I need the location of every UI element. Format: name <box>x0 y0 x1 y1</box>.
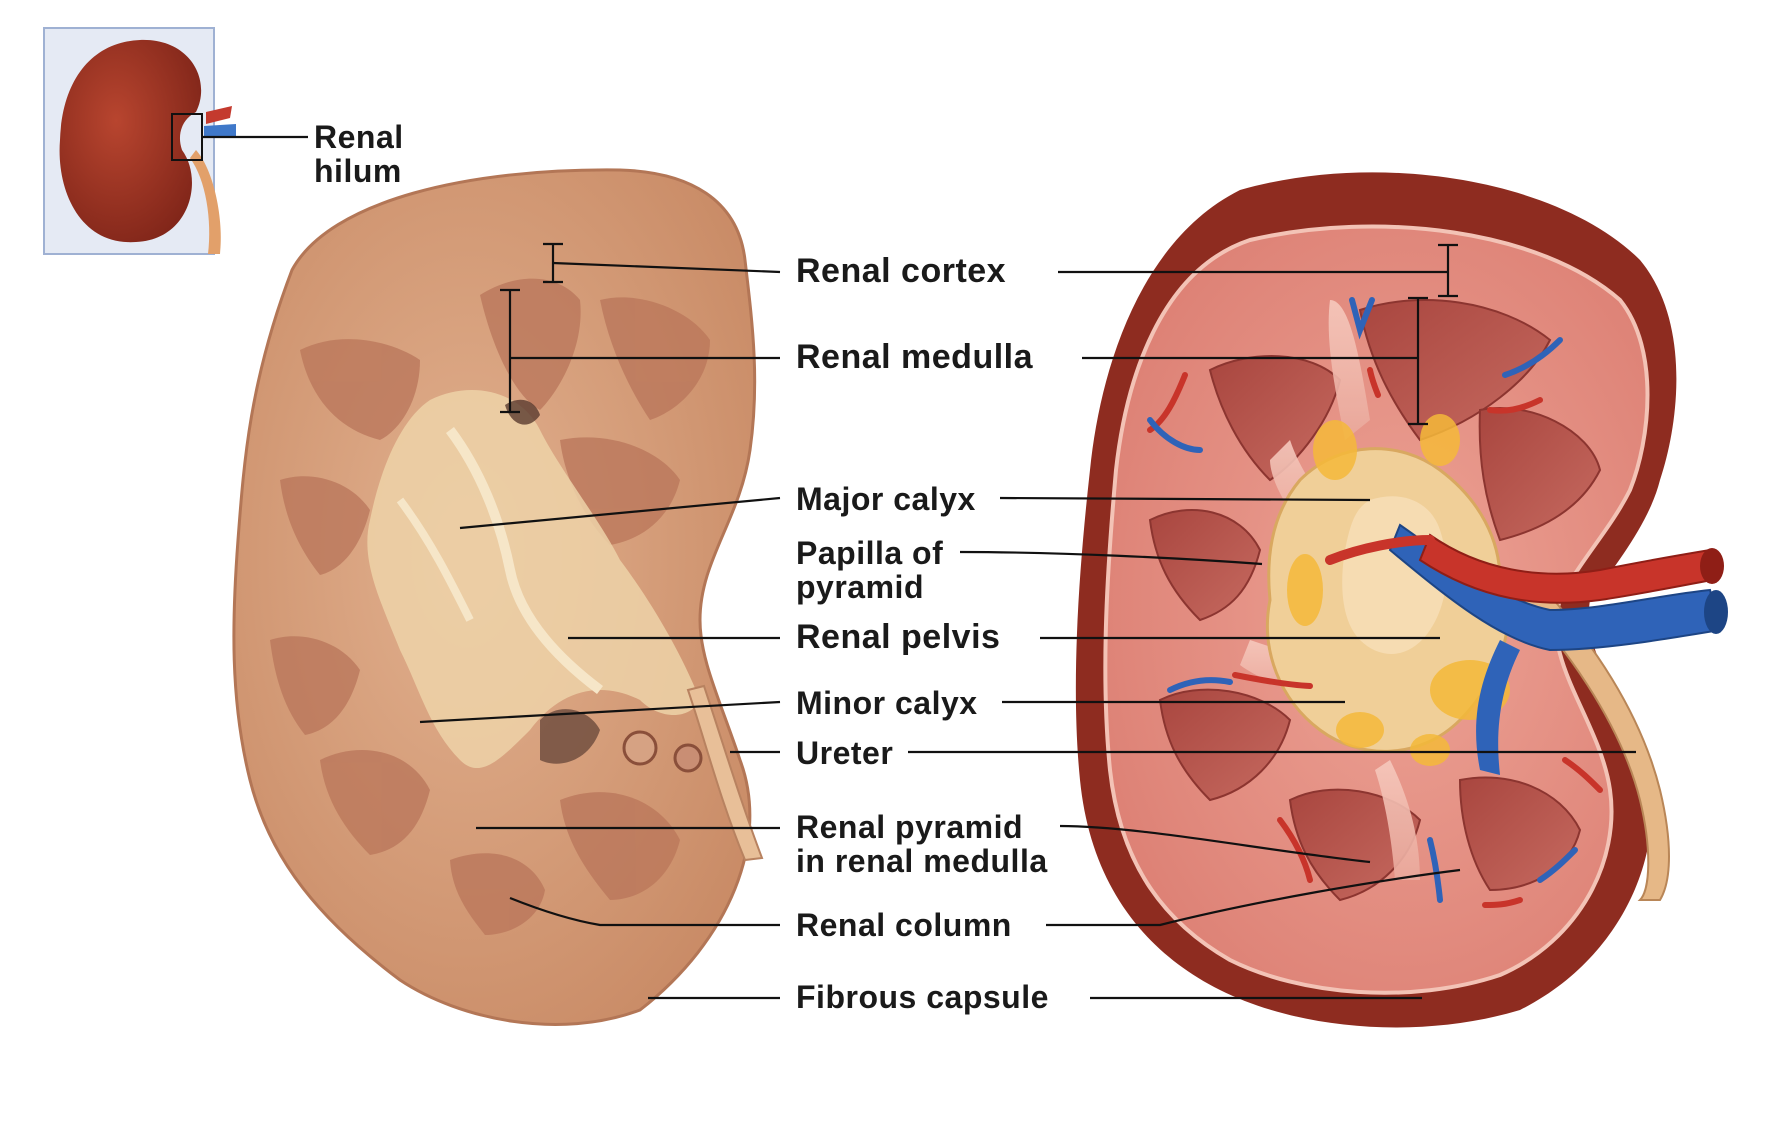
hilum-inset <box>43 27 236 255</box>
label-papilla-of-pyramid: Papilla of pyramid <box>796 535 944 605</box>
label-ureter: Ureter <box>796 735 894 771</box>
leader-lines <box>202 135 1636 1000</box>
label-major-calyx: Major calyx <box>796 481 976 517</box>
label-minor-calyx: Minor calyx <box>796 685 978 721</box>
label-renal-cortex: Renal cortex <box>796 252 1007 290</box>
label-renal-pyramid: Renal pyramid in renal medulla <box>796 809 1048 879</box>
label-renal-hilum: Renal hilum <box>314 119 404 189</box>
label-fibrous-capsule: Fibrous capsule <box>796 979 1049 1015</box>
kidney-specimen-photo <box>232 168 764 1026</box>
label-renal-column: Renal column <box>796 907 1012 943</box>
label-renal-medulla: Renal medulla <box>796 338 1034 376</box>
kidney-section-illustration <box>1075 172 1728 1028</box>
label-renal-pelvis: Renal pelvis <box>796 618 1001 656</box>
